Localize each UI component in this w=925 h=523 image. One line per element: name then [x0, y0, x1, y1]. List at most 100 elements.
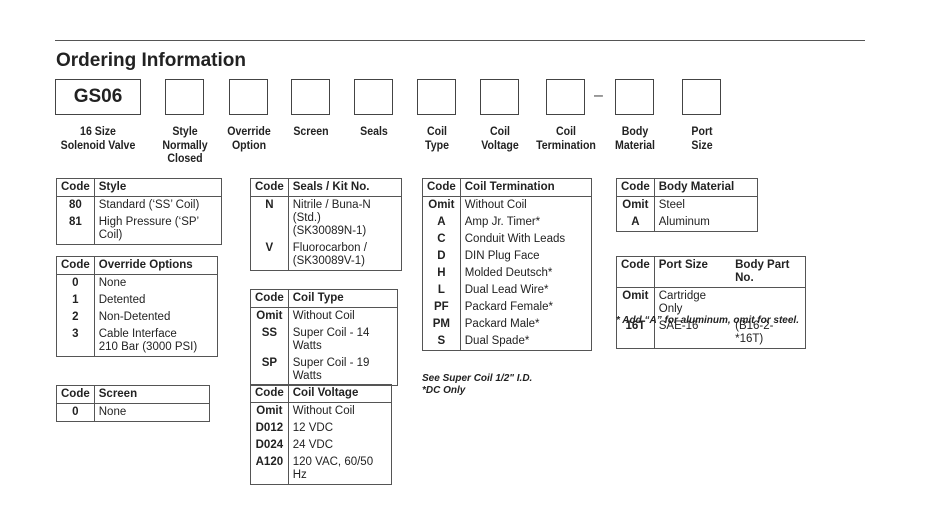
option-code: Omit — [250, 307, 289, 325]
code-box-coil-termination — [546, 79, 585, 115]
option-description: Super Coil - 19 Watts — [287, 355, 399, 386]
option-description: (B16-2-*16T) — [731, 318, 807, 349]
column-header: Style — [93, 178, 223, 197]
option-code: D012 — [250, 420, 289, 437]
label-coil-voltage: Coil Voltage — [481, 126, 519, 152]
code-box-screen — [291, 79, 330, 115]
option-code: PF — [422, 299, 461, 316]
option-description: Aluminum — [653, 214, 759, 232]
label-body-material: Body Material — [615, 126, 655, 152]
column-header: Coil Type — [287, 289, 399, 308]
column-header: Coil Voltage — [287, 384, 393, 403]
option-code: 0 — [56, 274, 95, 292]
option-description: None — [93, 403, 211, 422]
option-code: H — [422, 265, 461, 282]
option-description: Non-Detented — [93, 309, 219, 326]
option-code: SS — [250, 325, 289, 355]
code-box-body-material — [615, 79, 654, 115]
option-description: Dual Spade* — [459, 333, 593, 351]
top-rule — [55, 40, 865, 41]
option-code: 81 — [56, 214, 95, 245]
option-description: Steel — [653, 196, 759, 214]
label-seals: Seals — [360, 126, 388, 138]
column-header: Code — [56, 256, 95, 275]
option-description: Packard Female* — [459, 299, 593, 316]
option-code: Omit — [616, 287, 655, 318]
column-header: Code — [56, 178, 95, 197]
section-title: Ordering Information — [56, 50, 246, 71]
code-box-port-size — [682, 79, 721, 115]
option-code: Omit — [616, 196, 655, 214]
column-header: Code — [250, 178, 289, 197]
option-description: Standard (‘SS’ Coil) — [93, 196, 223, 214]
code-box-seals — [354, 79, 393, 115]
option-description: High Pressure (‘SP’ Coil) — [93, 214, 223, 245]
option-code: SP — [250, 355, 289, 386]
option-code: 3 — [56, 326, 95, 357]
option-description: Molded Deutsch* — [459, 265, 593, 282]
option-description: Dual Lead Wire* — [459, 282, 593, 299]
option-code: Omit — [250, 402, 289, 420]
option-code: A — [616, 214, 655, 232]
option-description: Conduit With Leads — [459, 231, 593, 248]
label-solenoid-valve: 16 Size Solenoid Valve — [60, 126, 136, 152]
column-header: Code — [616, 178, 655, 197]
label-style: Style Normally Closed — [162, 126, 208, 165]
label-coil-termination: Coil Termination — [536, 126, 596, 152]
option-description: Detented — [93, 292, 219, 309]
option-description: Without Coil — [287, 402, 393, 420]
option-code: 16T — [616, 318, 655, 349]
option-description: None — [93, 274, 219, 292]
column-header: Code — [56, 385, 95, 404]
label-port-size: Port Size — [691, 126, 713, 152]
option-code: PM — [422, 316, 461, 333]
code-box-style — [165, 79, 204, 115]
option-description: 24 VDC — [287, 437, 393, 454]
option-description: Cartridge Only — [653, 287, 732, 318]
option-code: 0 — [56, 403, 95, 422]
column-header: Code — [250, 289, 289, 308]
code-box-coil-type — [417, 79, 456, 115]
option-code: C — [422, 231, 461, 248]
model-code-box: GS06 — [55, 79, 141, 115]
option-code: 2 — [56, 309, 95, 326]
option-description: Without Coil — [459, 196, 593, 214]
option-description: SAE-16 — [653, 318, 732, 349]
port-size-note: * Add “A” for aluminum, omit for steel. — [616, 315, 799, 326]
label-screen: Screen — [293, 126, 329, 138]
column-header: Screen — [93, 385, 211, 404]
column-header: Body Material — [653, 178, 759, 197]
option-description: Without Coil — [287, 307, 399, 325]
option-description: Packard Male* — [459, 316, 593, 333]
option-code: N — [250, 196, 289, 240]
separator-dash: – — [594, 87, 603, 104]
